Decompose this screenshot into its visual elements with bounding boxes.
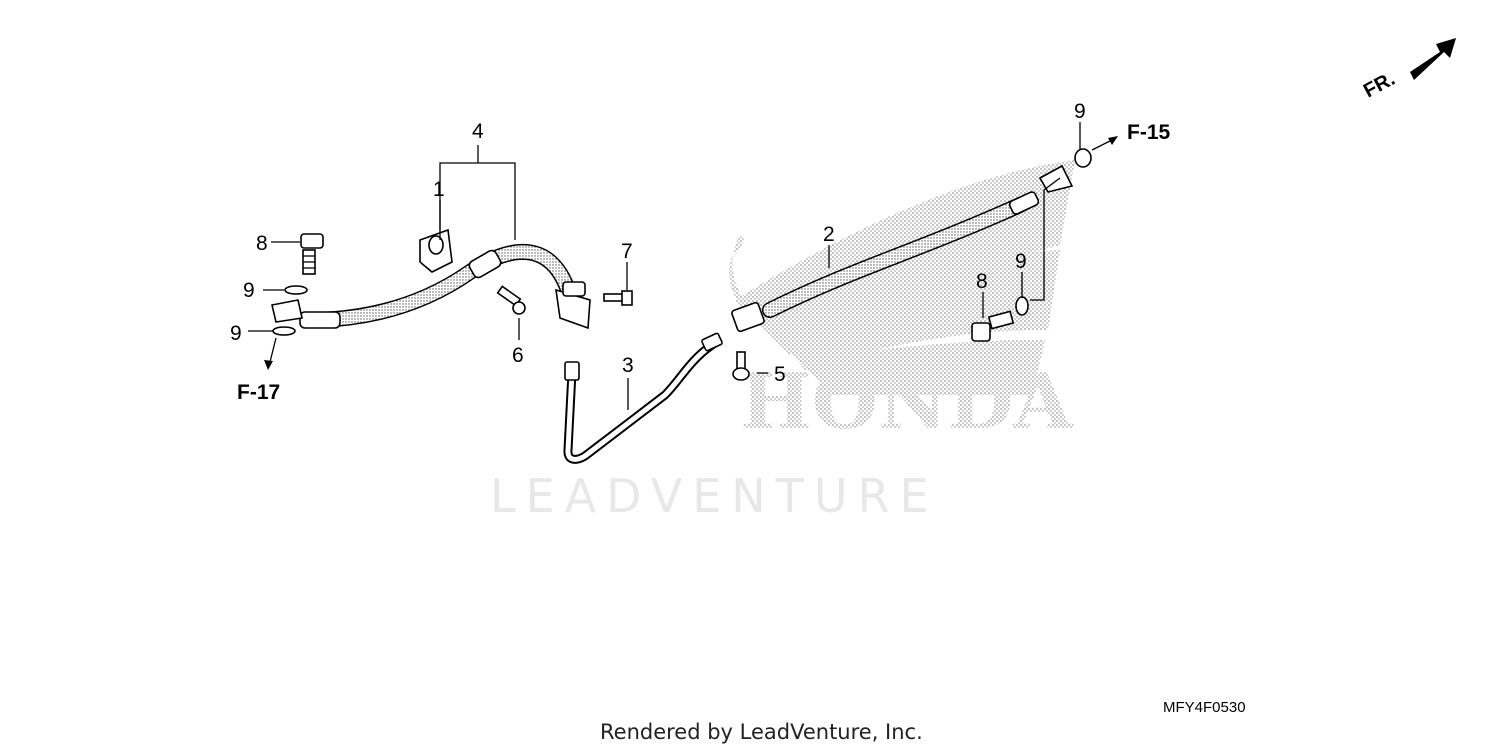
- part-9-washer-top: [1074, 148, 1092, 168]
- part-3-brake-pipe: [563, 332, 723, 464]
- part-5-bolt: [732, 351, 750, 381]
- part-9-washer-left-lower: [272, 326, 296, 336]
- callout-8-right: 8: [976, 270, 988, 293]
- part-9-washer-right: [1015, 296, 1029, 316]
- part-6-bolt: [496, 285, 526, 315]
- front-direction-label: FR.: [1360, 68, 1399, 103]
- part-4-brake-hose: [299, 244, 591, 330]
- part-7-bolt: [603, 290, 633, 306]
- watermark-vendor: LEADVENTURE: [490, 469, 939, 523]
- part-1-clamp: [419, 228, 453, 273]
- part-2-brake-hose: [731, 164, 1074, 333]
- part-8-bolt-left: [300, 233, 324, 275]
- callout-9-left-lower: 9: [230, 322, 242, 345]
- footer-credit: Rendered by LeadVenture, Inc.: [600, 720, 923, 744]
- callout-9-right: 9: [1015, 250, 1027, 273]
- part-9-washer-left-upper: [284, 285, 308, 295]
- reference-lower: F-17: [237, 381, 280, 404]
- reference-upper: F-15: [1127, 121, 1171, 144]
- front-direction-arrow: FR.: [1360, 38, 1456, 102]
- callout-2: 2: [823, 223, 835, 246]
- callout-9-left-upper: 9: [243, 279, 255, 302]
- callout-6: 6: [512, 344, 524, 367]
- callout-1: 1: [433, 178, 445, 201]
- callout-5: 5: [774, 363, 786, 386]
- diagram-code: MFY4F0530: [1163, 699, 1246, 716]
- callout-7: 7: [621, 240, 633, 263]
- watermark-brand: HONDA: [740, 357, 1073, 446]
- part-8-bolt-right: [971, 310, 1015, 342]
- leader-lines: [248, 122, 1118, 410]
- callout-8-left: 8: [256, 232, 268, 255]
- callout-9-top: 9: [1074, 100, 1086, 123]
- banjo-fitting-left: [271, 299, 303, 323]
- callout-3: 3: [622, 354, 634, 377]
- callout-4: 4: [472, 120, 484, 143]
